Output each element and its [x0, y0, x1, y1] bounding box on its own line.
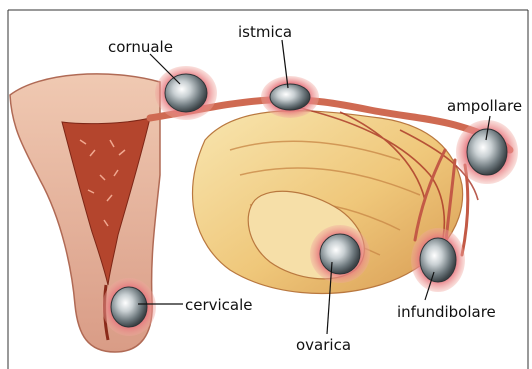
label-istmica: istmica — [238, 23, 292, 41]
label-ampollare: ampollare — [447, 97, 522, 115]
implant-ampullary — [456, 120, 518, 184]
implant-cervical — [102, 278, 156, 336]
implant-infundibular — [411, 228, 465, 292]
label-cornuale: cornuale — [108, 38, 173, 56]
implant-isthmic — [261, 76, 319, 118]
label-infundibolare: infundibolare — [397, 303, 496, 321]
label-ovarica: ovarica — [296, 336, 351, 354]
implant-ovarian — [310, 225, 370, 283]
implant-cornual — [155, 66, 217, 120]
label-cervicale: cervicale — [185, 296, 253, 314]
